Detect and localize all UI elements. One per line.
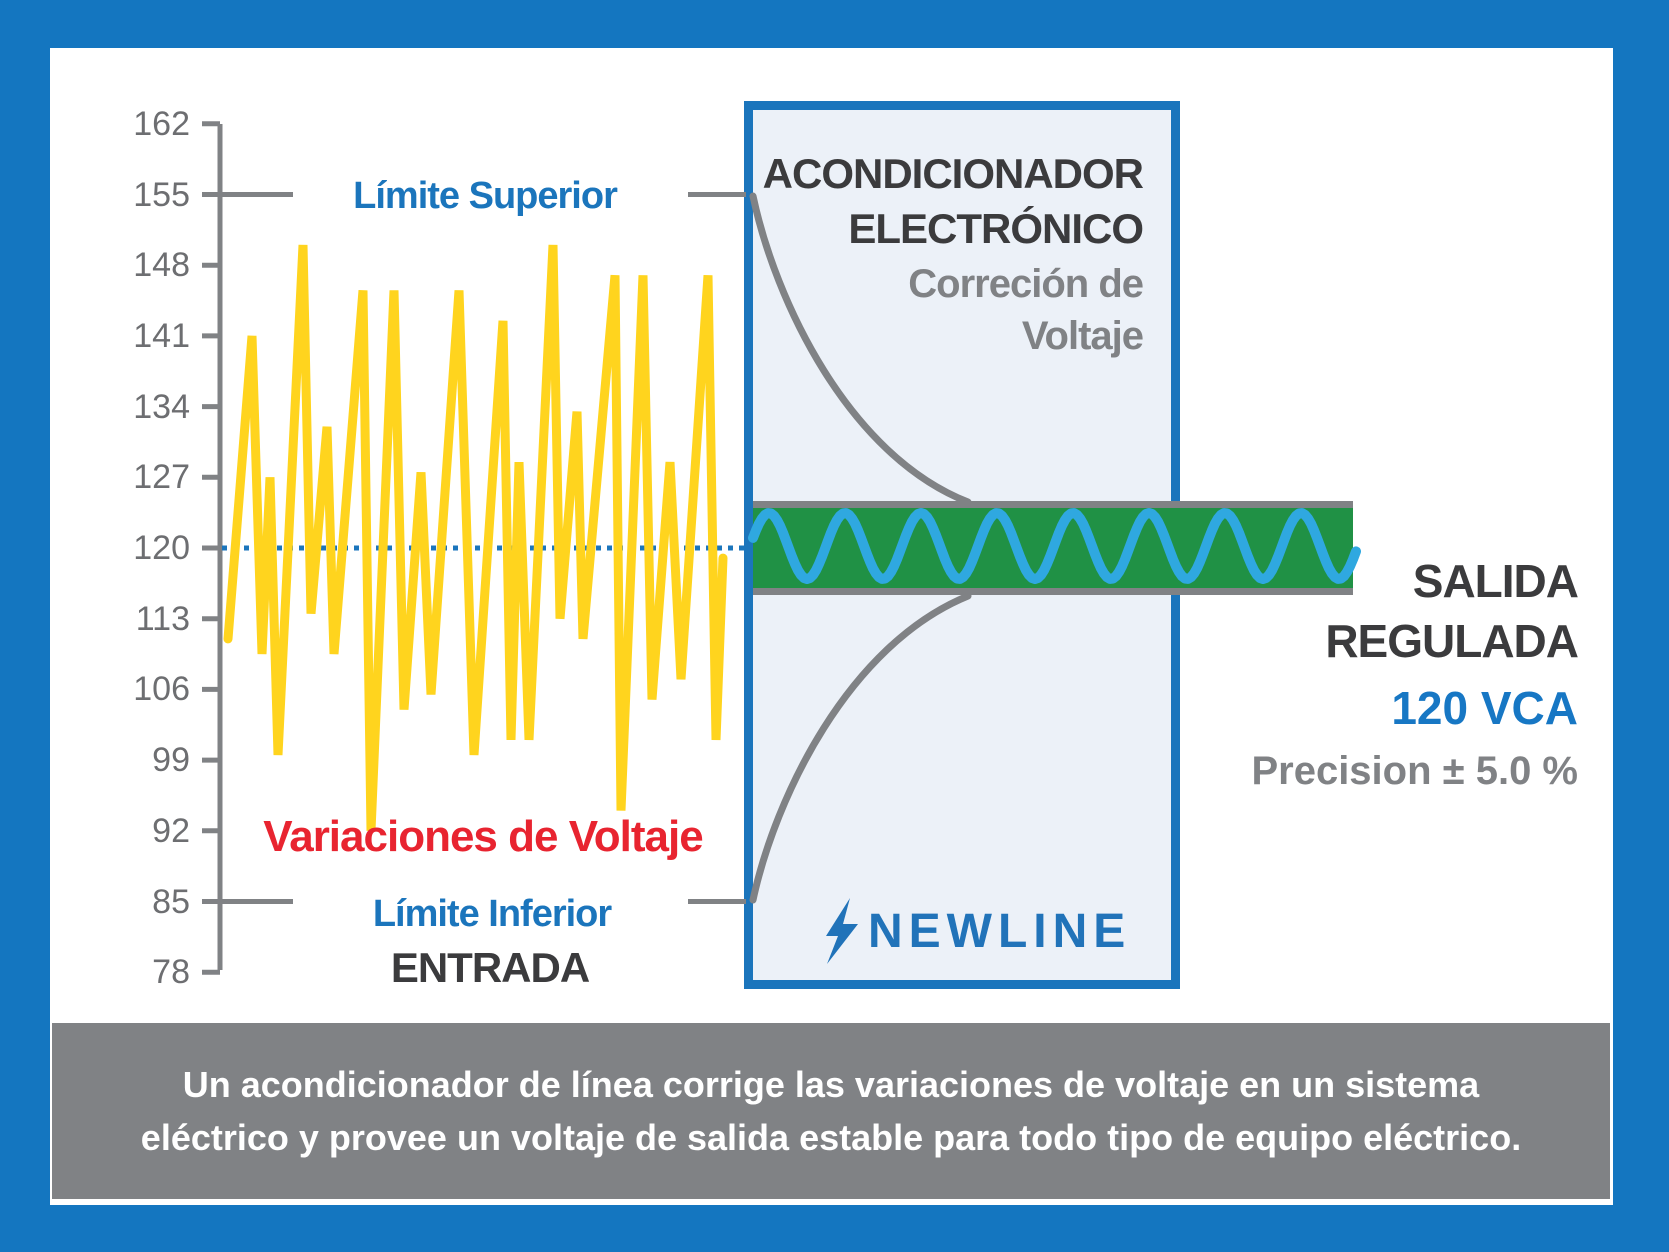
voltage-variations-label: Variaciones de Voltaje (263, 812, 703, 861)
output-voltage: 120 VCA (1391, 682, 1578, 734)
conditioner-subtitle-line1: Correción de (908, 262, 1144, 306)
newline-logo-text: NEWLINE (868, 904, 1132, 958)
y-axis-label: 85 (152, 882, 190, 921)
y-axis-label: 99 (152, 741, 190, 780)
conditioner-title-line2: ELECTRÓNICO (848, 205, 1144, 252)
lightning-bolt-icon (826, 898, 858, 964)
output-title-line1: SALIDA (1412, 555, 1579, 607)
output-title-line2: REGULADA (1325, 615, 1579, 667)
conditioner-subtitle: Correción de Voltaje (908, 258, 1144, 362)
conditioner-title-line1: ACONDICIONADOR (762, 150, 1144, 197)
caption-band: Un acondicionador de línea corrige las v… (52, 1023, 1610, 1199)
upper-limit-label: Límite Superior (353, 175, 618, 217)
conditioner-title: ACONDICIONADOR ELECTRÓNICO (762, 146, 1144, 256)
y-axis-label: 155 (133, 175, 190, 214)
y-axis-label: 127 (133, 458, 190, 497)
caption-line1: Un acondicionador de línea corrige las v… (182, 1064, 1480, 1105)
output-precision: Precision ± 5.0 % (1251, 749, 1578, 793)
conditioner-subtitle-line2: Voltaje (1021, 314, 1144, 358)
y-axis-label: 120 (133, 529, 190, 567)
output-block: SALIDA REGULADA 120 VCA Precision ± 5.0 … (1251, 551, 1579, 793)
y-axis-label: 148 (133, 246, 190, 285)
newline-logo: NEWLINE (822, 898, 1131, 964)
lower-limit-label: Límite Inferior (372, 893, 612, 935)
y-axis-label: 134 (133, 387, 190, 426)
y-axis-label: 78 (152, 953, 190, 992)
y-axis-label: 141 (133, 316, 190, 355)
caption-line2: eléctrico y provee un voltaje de salida … (140, 1117, 1522, 1158)
y-axis-label: 162 (133, 104, 190, 143)
y-axis-label: 106 (133, 670, 190, 709)
entrada-label: ENTRADA (390, 944, 590, 991)
y-axis-label: 92 (152, 811, 190, 850)
y-axis-label: 113 (135, 599, 190, 638)
